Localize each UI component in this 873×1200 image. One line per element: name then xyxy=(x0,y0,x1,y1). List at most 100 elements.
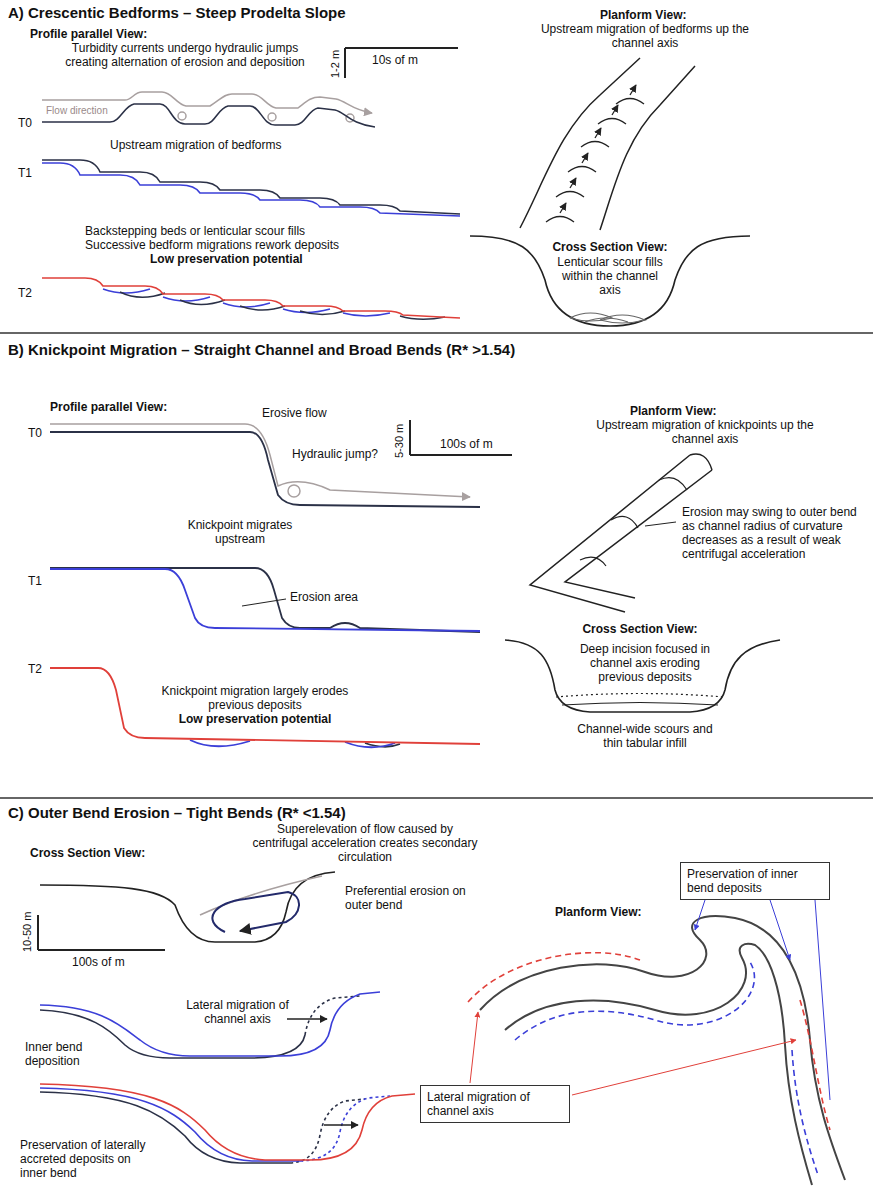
crescentic-bedform xyxy=(560,203,566,213)
channel-planform xyxy=(520,58,640,228)
bed-profile xyxy=(42,104,375,127)
crescentic-bedform xyxy=(556,192,584,198)
panel-heading: B) Knickpoint Migration – Straight Chann… xyxy=(8,343,515,357)
channel-cross-section xyxy=(505,640,780,712)
annotation: Deep incision focused in channel axis er… xyxy=(570,642,720,684)
annotation: Erosion area xyxy=(290,590,358,604)
scale-bar xyxy=(344,48,346,78)
channel-planform xyxy=(600,66,695,230)
panel-separator xyxy=(0,797,873,799)
crescentic-bedform xyxy=(546,85,644,222)
scale-bar xyxy=(345,48,458,78)
annotation: Knickpoint migrates upstream xyxy=(180,518,300,546)
bed-profile-new xyxy=(50,569,480,747)
crescentic-bedform xyxy=(598,119,626,125)
view-title: Profile parallel View: xyxy=(30,27,147,41)
flow-line xyxy=(50,424,470,497)
leader-line xyxy=(645,522,676,526)
crescentic-bedform xyxy=(570,178,576,188)
panel-heading: C) Outer Bend Erosion – Tight Bends (R* … xyxy=(8,806,346,820)
bed-lens xyxy=(300,311,345,315)
bed-profile xyxy=(42,104,460,214)
knickpoint xyxy=(580,557,606,566)
callout-box: Lateral migration of channel axis xyxy=(420,1085,570,1123)
panel-separator xyxy=(0,333,873,798)
bed-profile xyxy=(50,432,480,747)
knickpoint xyxy=(611,516,638,528)
view-title: Cross Section View: xyxy=(550,240,670,254)
leader-arrow xyxy=(695,900,830,1100)
bed-profile-latest xyxy=(42,278,460,318)
bed-profile-new xyxy=(40,992,390,1161)
scale-bar xyxy=(410,420,512,455)
knickpoint xyxy=(580,478,687,566)
time-step-label: T0 xyxy=(18,116,32,130)
bed-lens xyxy=(120,292,165,297)
annotation: Erosive flow xyxy=(262,406,327,420)
channel-cross-section xyxy=(470,236,750,326)
crescentic-bedform xyxy=(581,142,609,148)
bed-profile-new xyxy=(163,297,210,301)
leader-arrow xyxy=(470,1012,796,1095)
former-axis xyxy=(515,962,754,1040)
view-title: Cross Section View: xyxy=(580,622,700,636)
flow-line xyxy=(288,485,300,497)
migration-arrow xyxy=(287,1019,358,1125)
secondary-circulation xyxy=(212,892,299,932)
box-text: Preservation of inner bend deposits xyxy=(687,867,823,895)
annotation: Lenticular scour fills within the channe… xyxy=(550,255,670,297)
bed-profile xyxy=(50,432,480,507)
annotation: Hydraulic jump? xyxy=(292,447,378,461)
bed-profile-latest xyxy=(50,668,480,744)
time-step-label: T2 xyxy=(18,286,32,300)
scale-label: 100s of m xyxy=(72,955,125,969)
leader-line xyxy=(242,599,286,606)
meander-planform xyxy=(480,916,845,1180)
time-step-label: T1 xyxy=(28,574,42,588)
callout-box: Preservation of inner bend deposits xyxy=(680,862,830,900)
scale-bar xyxy=(38,915,165,950)
channel-planform xyxy=(690,454,712,470)
leader-line xyxy=(645,522,676,526)
panel-separator xyxy=(0,332,873,334)
bed-lens xyxy=(180,300,225,305)
annotation: Successive bedform migrations rework dep… xyxy=(85,238,339,252)
secondary-circulation xyxy=(212,892,299,932)
scale-bar xyxy=(410,454,512,456)
channel-planform xyxy=(530,455,690,612)
former-axis xyxy=(792,1050,818,1175)
scale-bar xyxy=(38,949,165,951)
view-title: Planform View: xyxy=(600,8,686,22)
panel-heading: A) Crescentic Bedforms – Steep Prodelta … xyxy=(8,6,346,20)
channel-cross-section xyxy=(505,640,780,712)
migration-arrow xyxy=(324,1124,358,1125)
bed-profile-new xyxy=(50,569,480,631)
bed-profile-new xyxy=(343,313,390,316)
bed-profile-new xyxy=(223,303,270,307)
scale-bar xyxy=(409,420,411,455)
flow-line xyxy=(50,424,470,497)
meander-planform xyxy=(480,916,845,1185)
incision-surface xyxy=(562,703,718,706)
view-title: Cross Section View: xyxy=(30,846,145,860)
crescentic-bedform xyxy=(568,167,596,173)
crescentic-bedform xyxy=(612,105,618,115)
new-axis xyxy=(800,1000,830,1130)
annotation: Lateral migration of channel axis xyxy=(175,998,300,1026)
flow-line xyxy=(178,112,186,120)
bed-profile-new xyxy=(40,992,380,1056)
annotation: Upstream migration of bedforms up the ch… xyxy=(530,22,760,50)
bed-profile xyxy=(305,996,360,1035)
annotation: Preferential erosion on outer bend xyxy=(345,884,475,912)
leader-arrow xyxy=(695,900,705,930)
flow-line xyxy=(268,113,276,121)
annotation: Superelevation of flow caused by centrif… xyxy=(250,822,480,864)
bed-profile-latest xyxy=(50,668,480,744)
bed-profile-new xyxy=(300,1096,390,1161)
flow-line xyxy=(42,92,372,122)
bed-lens xyxy=(240,306,285,310)
bed-profile xyxy=(40,996,365,1163)
scale-label: 5-30 m xyxy=(392,424,406,458)
annotation: Low preservation potential xyxy=(150,252,303,266)
